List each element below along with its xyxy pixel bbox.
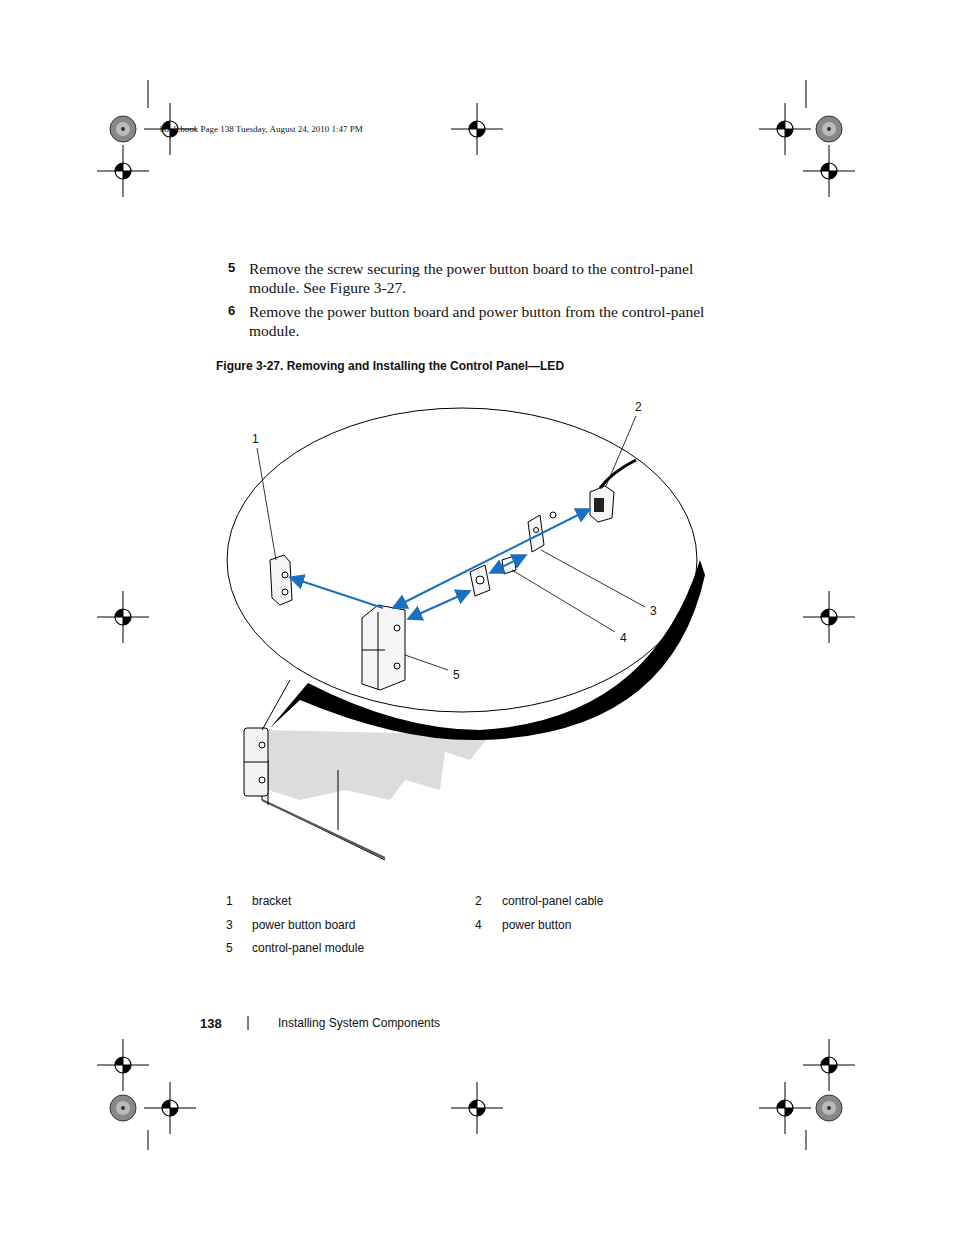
figure-title: Figure 3-27. Removing and Installing the… xyxy=(216,359,564,373)
callout-number: 1 xyxy=(252,432,259,446)
legend-text: control-panel cable xyxy=(502,894,603,908)
legend-number: 5 xyxy=(226,941,233,955)
page-number: 138 xyxy=(200,1016,222,1031)
legend-number: 2 xyxy=(475,894,482,908)
step-number: 6 xyxy=(228,303,235,318)
legend-text: bracket xyxy=(252,894,291,908)
footer-text: Installing System Components xyxy=(278,1016,440,1030)
callout-number: 4 xyxy=(620,631,627,645)
step-text: Remove the screw securing the power butt… xyxy=(249,259,719,297)
legend-number: 1 xyxy=(226,894,233,908)
callout-number: 3 xyxy=(650,604,657,618)
legend-number: 4 xyxy=(475,918,482,932)
step-text: Remove the power button board and power … xyxy=(249,302,719,340)
legend-text: power button xyxy=(502,918,571,932)
legend-text: power button board xyxy=(252,918,355,932)
page-header: book.book Page 138 Tuesday, August 24, 2… xyxy=(160,124,363,134)
callout-number: 2 xyxy=(635,400,642,414)
legend-text: control-panel module xyxy=(252,941,364,955)
legend-number: 3 xyxy=(226,918,233,932)
callout-number: 5 xyxy=(453,668,460,682)
step-number: 5 xyxy=(228,260,235,275)
